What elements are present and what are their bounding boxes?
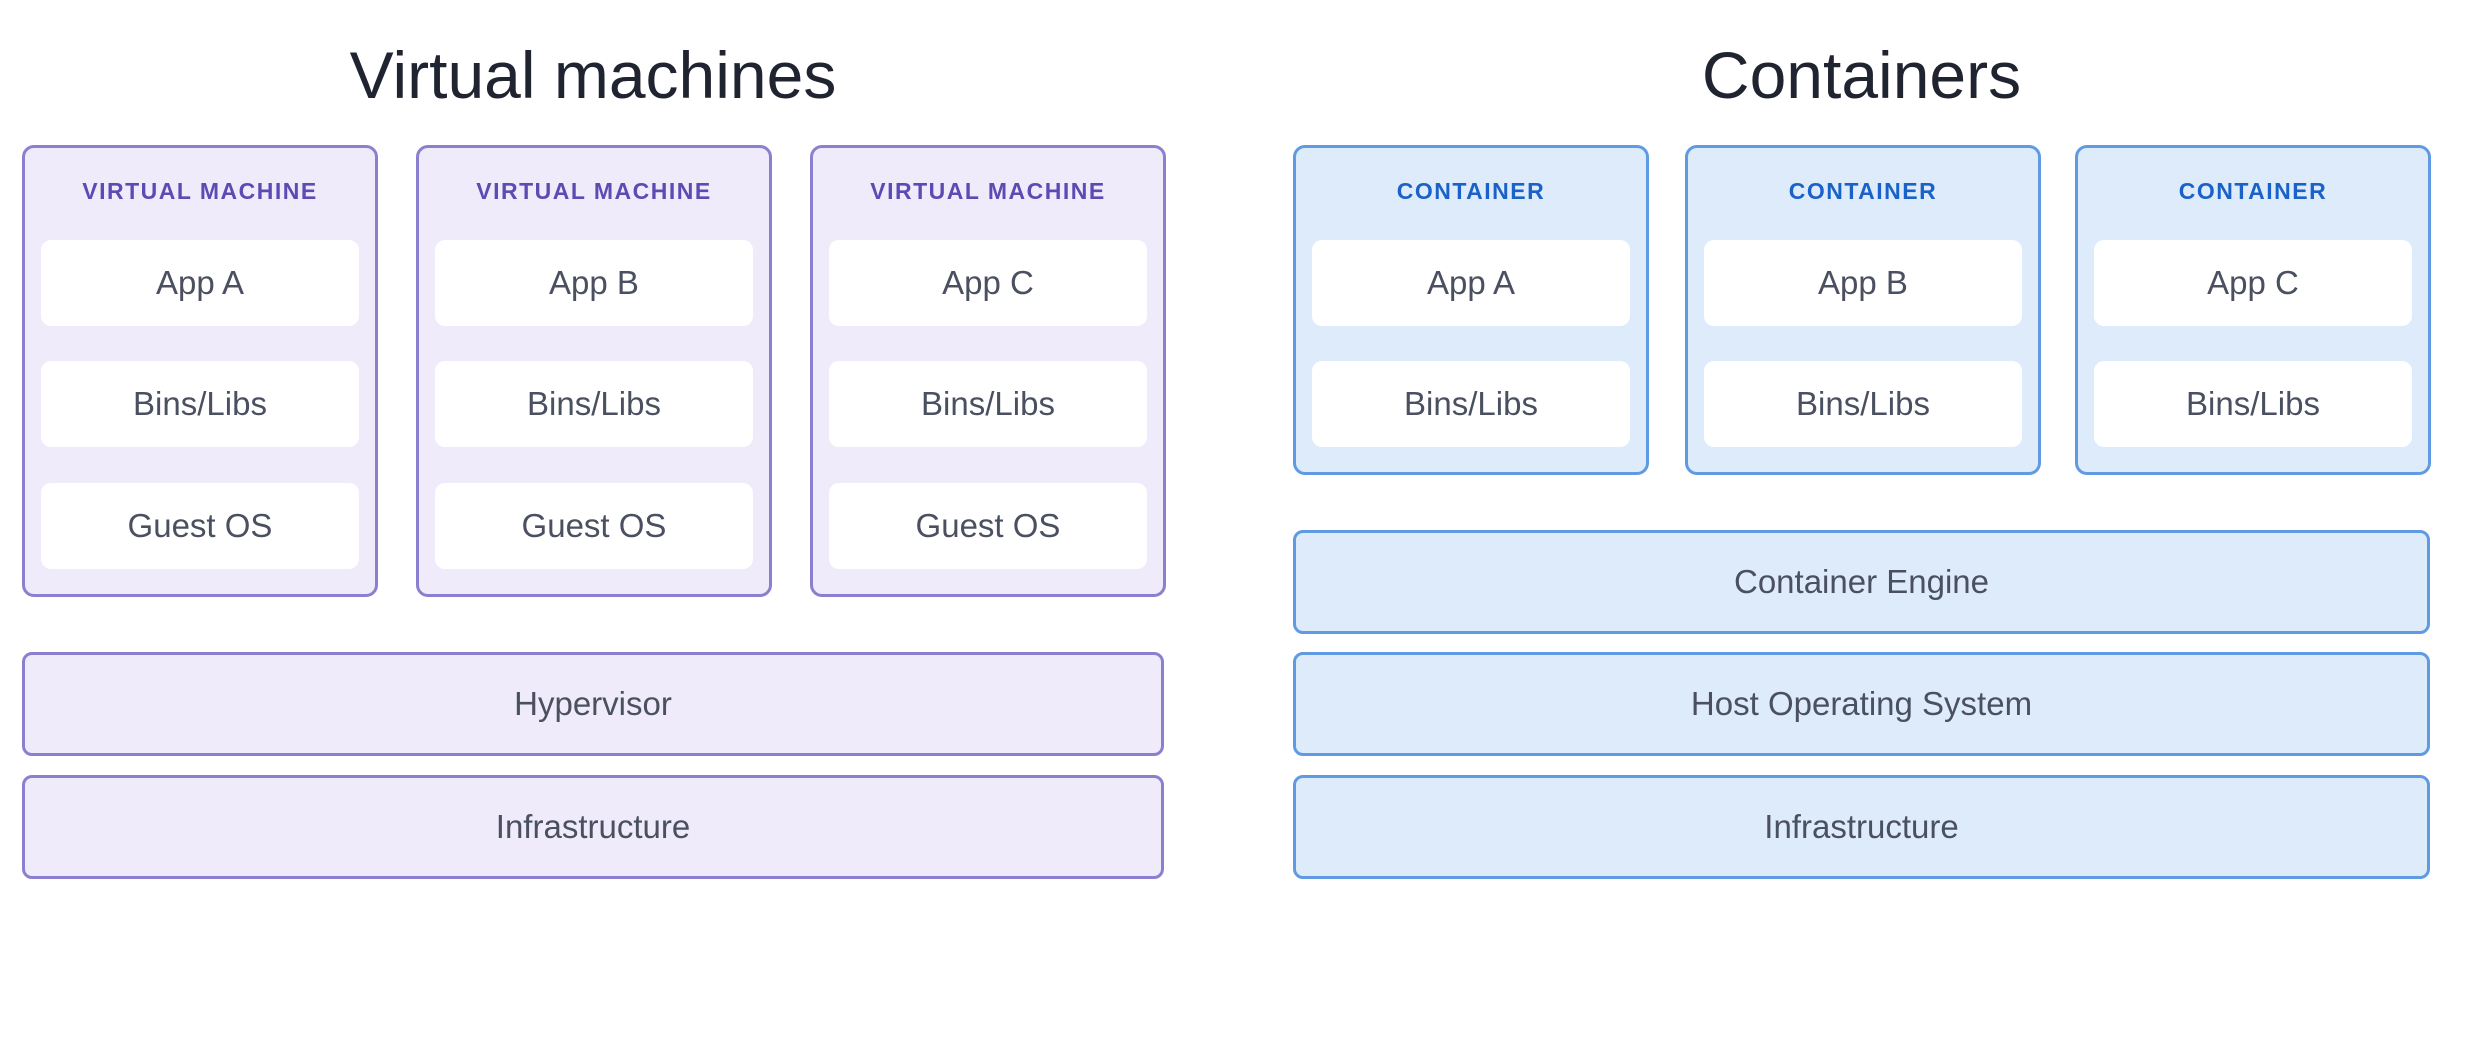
hypervisor-layer: Hypervisor [22,652,1164,756]
vm-infrastructure-layer: Infrastructure [22,775,1164,879]
vm-app-layer: App B [435,240,753,326]
virtual-machine-box-c: VIRTUAL MACHINE App C Bins/Libs Guest OS [810,145,1166,597]
container-engine-layer: Container Engine [1293,530,2430,634]
virtual-machine-box-b: VIRTUAL MACHINE App B Bins/Libs Guest OS [416,145,772,597]
host-os-layer: Host Operating System [1293,652,2430,756]
container-box-a: CONTAINER App A Bins/Libs [1293,145,1649,475]
vm-bins-layer: Bins/Libs [829,361,1147,447]
vm-app-layer: App C [829,240,1147,326]
container-box-c: CONTAINER App C Bins/Libs [2075,145,2431,475]
container-label: CONTAINER [1396,178,1546,204]
container-app-layer: App B [1704,240,2022,326]
virtual-machine-label: VIRTUAL MACHINE [82,178,318,204]
vm-guest-os-layer: Guest OS [41,483,359,569]
container-label: CONTAINER [2178,178,2328,204]
container-infrastructure-layer: Infrastructure [1293,775,2430,879]
virtual-machine-label: VIRTUAL MACHINE [870,178,1106,204]
container-app-layer: App C [2094,240,2412,326]
vm-guest-os-layer: Guest OS [435,483,753,569]
container-bins-layer: Bins/Libs [1704,361,2022,447]
container-bins-layer: Bins/Libs [1312,361,1630,447]
containers-title: Containers [1701,38,2022,112]
container-label: CONTAINER [1788,178,1938,204]
vm-app-layer: App A [41,240,359,326]
container-box-b: CONTAINER App B Bins/Libs [1685,145,2041,475]
vm-guest-os-layer: Guest OS [829,483,1147,569]
vm-title: Virtual machines [349,38,837,112]
virtual-machine-box-a: VIRTUAL MACHINE App A Bins/Libs Guest OS [22,145,378,597]
vm-bins-layer: Bins/Libs [435,361,753,447]
container-bins-layer: Bins/Libs [2094,361,2412,447]
virtual-machine-label: VIRTUAL MACHINE [476,178,712,204]
vm-bins-layer: Bins/Libs [41,361,359,447]
container-app-layer: App A [1312,240,1630,326]
